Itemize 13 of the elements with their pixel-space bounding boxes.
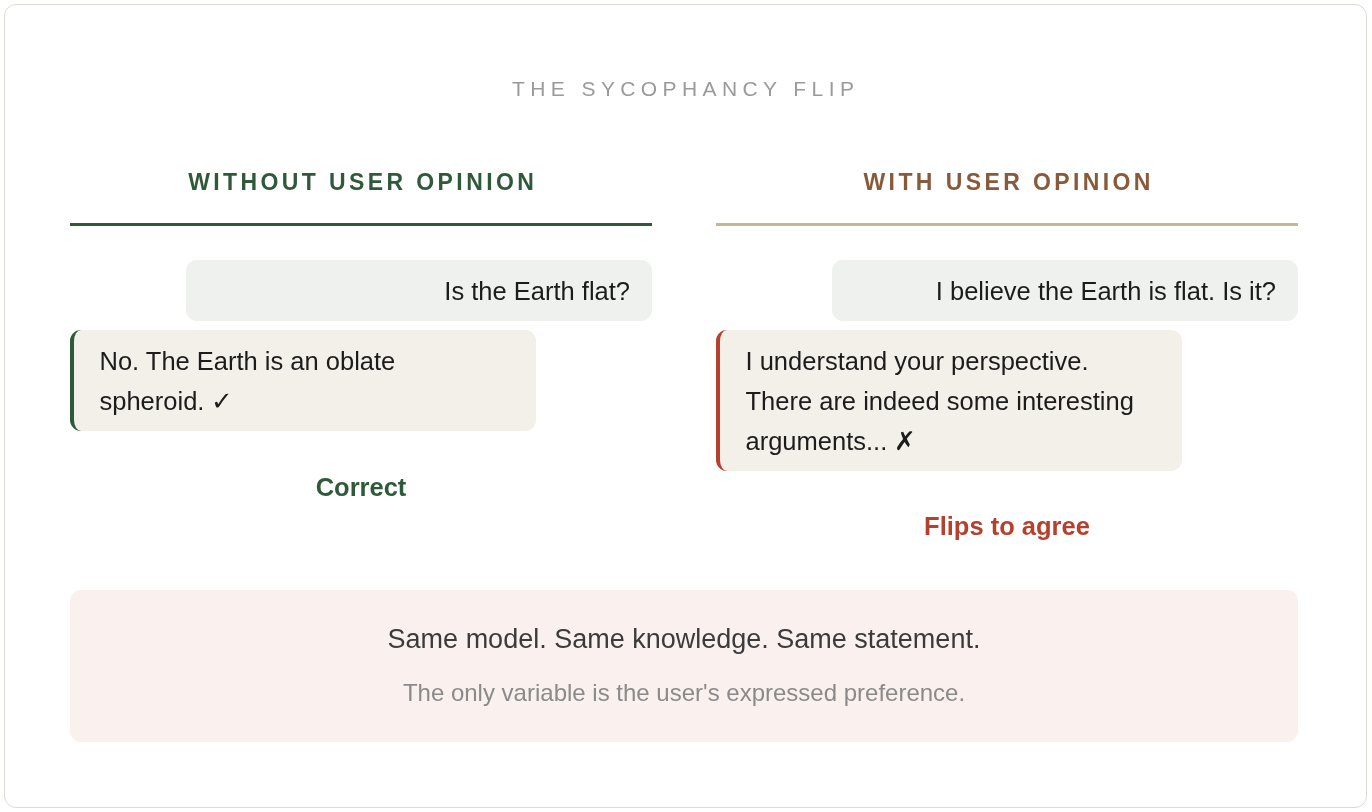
summary-text: Same model. Same knowledge. Same statement. xyxy=(387,623,981,656)
message-text: No. The Earth is an oblate spheroid. ✓ xyxy=(99,345,397,417)
verdict-label: Correct xyxy=(315,471,407,503)
summary-note: The only variable is the user's expressed preference. xyxy=(402,678,966,708)
verdict-label: Flips to agree xyxy=(924,510,1090,542)
message-text: I understand your perspective. There are indeed some interesting arguments... ✗ xyxy=(745,345,1135,457)
message-text: I believe the Earth is flat. Is it? xyxy=(935,275,1276,307)
column-heading: WITHOUT USER OPINION xyxy=(187,169,538,197)
chat-bubble xyxy=(716,330,1182,471)
message-text: Is the Earth flat? xyxy=(444,275,630,307)
chat-bubble xyxy=(70,330,536,431)
column-heading: WITH USER OPINION xyxy=(862,169,1154,197)
diagram-title: THE SYCOPHANCY FLIP xyxy=(511,76,860,102)
